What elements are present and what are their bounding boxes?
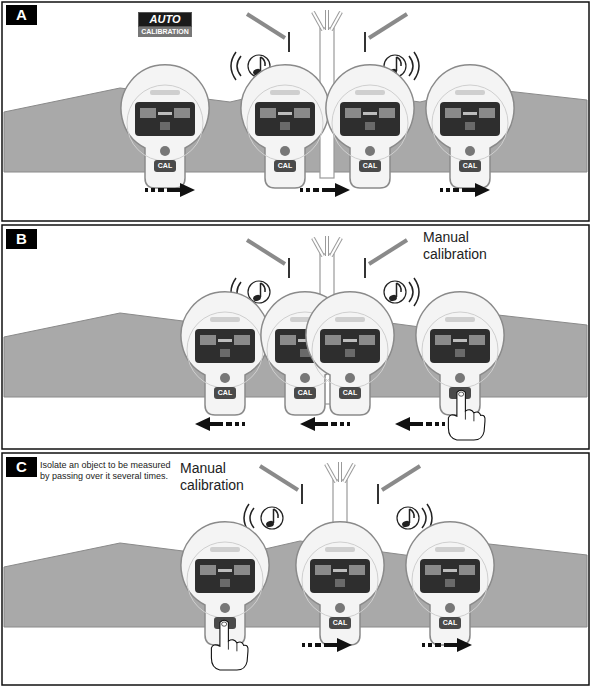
button-label: CAL [158,162,172,170]
panel-letter: A [6,5,37,25]
node-text: A [11,6,32,24]
button-label: CAL [363,162,377,170]
node-text: C [11,458,32,476]
node-text: CALIBRATION [138,27,192,37]
panel-letter: B [6,229,37,249]
button-label: CAL [218,389,232,397]
button-label: CAL [343,389,357,397]
mode-note: Manual calibration [180,460,260,494]
auto-calibration-badge: AUTOCALIBRATION [138,12,192,37]
panel-letter: C [6,457,37,477]
node-text: AUTO [138,12,192,27]
button-label: CAL [333,619,347,627]
button-label: CAL [298,389,312,397]
button-label: CAL [463,162,477,170]
button-label: CAL [278,162,292,170]
button-label: CAL [443,619,457,627]
instruction-note: Isolate an object to be measured by pass… [40,460,172,482]
mode-note: Manual calibration [423,229,518,263]
node-text: B [11,230,32,248]
